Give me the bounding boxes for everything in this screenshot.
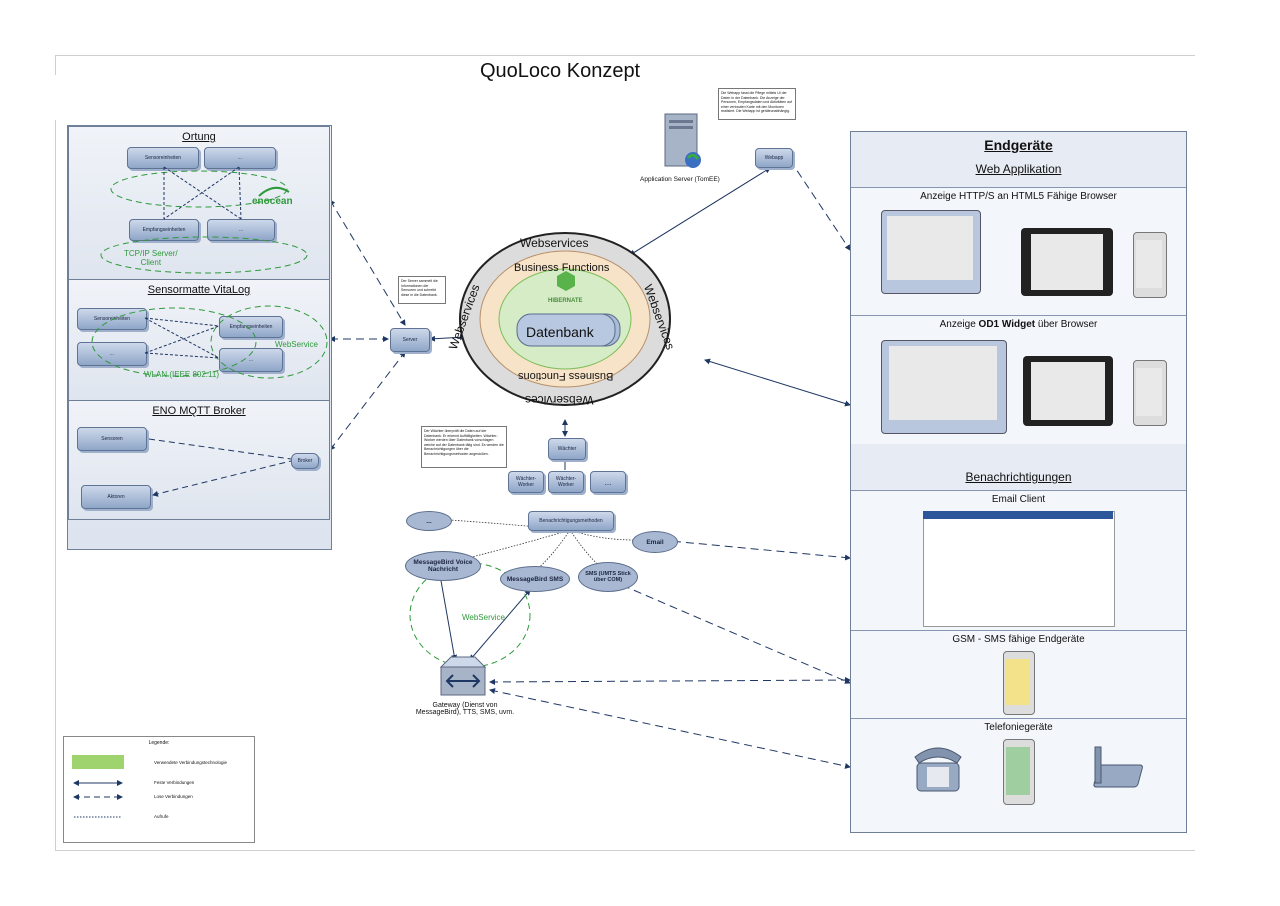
ortung-receive-units[interactable]: Empfangseinheiten [129,219,199,241]
server-box[interactable]: Server [390,328,430,352]
gsm-phone-screen [1006,659,1030,705]
vitalog-receive-units[interactable]: Empfangseinheiten [219,316,283,338]
server-note: Der Server sammelt die Informationen der… [398,276,446,304]
gateway-label: Gateway (Dienst von MessageBird), TTS, S… [415,702,515,716]
ring-business-bottom: Business Functions [518,370,614,382]
widget-suffix: über Browser [1035,319,1098,330]
ring-outer-top: Webservices [520,236,589,250]
widget-tablet-screen [1031,362,1105,420]
email-client-screen [923,511,1115,627]
mqtt-actors[interactable]: Aktoren [81,485,151,509]
endgeraete-panel: Endgeräte Web Applikation Anzeige HTTP/S… [850,131,1187,833]
ortung-sensor-units[interactable]: Sensoreinheiten [127,147,199,169]
database-cylinder: Datenbank [514,310,624,350]
widget-prefix: Anzeige [939,319,979,330]
widget-phone-screen [1136,368,1162,416]
worker-box-1[interactable]: Wächter- Worker [508,471,544,493]
ortung-sensor-dots[interactable]: ... [204,147,276,169]
waechter-box[interactable]: Wächter [548,438,586,460]
notify-box[interactable]: Benachrichtigungsmethoden [528,511,614,531]
page-title: QuoLoco Konzept [480,60,641,82]
notifications-title: Benachrichtigungen [965,470,1072,484]
email-client-label: Email Client [991,494,1046,505]
legend-title: Legende: [148,740,170,746]
frame-top [55,55,1195,56]
mobile-call-screen [1006,747,1030,795]
mqtt-title: ENO MQTT Broker [152,405,246,417]
desk-phone-icon [914,747,962,792]
widget-section: Anzeige OD1 Widget über Browser [851,315,1186,444]
ortung-tcp: TCP/IP Server/ Client [124,249,178,267]
vitalog-sensor-units[interactable]: Sensoreinheiten [77,308,147,330]
vitalog-title: Sensormatte VitaLog [147,284,251,296]
webapp-note: Die Webapp fasst die Pflege mittels UI d… [718,88,796,120]
mqtt-sensors[interactable]: Sensoren [77,427,147,451]
html5-section: Anzeige HTTP/S an HTML5 Fähige Browser [851,187,1186,316]
web-app-title: Web Applikation [975,162,1062,176]
hibernate-icon [557,271,575,291]
voip-phone-icon [1093,746,1143,788]
html5-label: Anzeige HTTP/S an HTML5 Fähige Browser [920,191,1117,202]
ring-outer-bottom: Webservices [525,393,594,407]
mqtt-panel: ENO MQTT Broker Sensoren Aktoren Broker [68,400,330,520]
legend-row4: Aufrufe [154,814,169,819]
legend: Legende: Verwendete Verbindungstechnolog… [63,736,255,843]
frame-left-lower [55,120,56,850]
phone-screen [1136,240,1162,288]
webapp-box[interactable]: Webapp [755,148,793,168]
cloud-email[interactable]: Email [632,531,678,553]
mqtt-lines [148,438,292,497]
widget-monitor-screen [889,346,997,420]
app-server-label: Application Server (TomEE) [640,176,720,183]
telephony-section: Telefoniegeräte [851,718,1186,832]
ortung-receive-dots[interactable]: ... [207,219,275,241]
gsm-section: GSM - SMS fähige Endgeräte [851,630,1186,719]
telephony-label: Telefoniegeräte [984,722,1053,733]
cloud-sms-umts[interactable]: SMS (UMTS Stick über COM) [578,562,638,592]
widget-bold: OD1 Widget [978,319,1036,330]
worker-box-2[interactable]: Wächter- Worker [548,471,584,493]
vitalog-sensor-dots[interactable]: ... [77,342,147,366]
cloud-dots[interactable]: ... [406,511,452,531]
frame-bottom [55,850,1195,851]
monitor-screen [887,216,973,280]
tablet-screen [1031,234,1103,290]
vitalog-webservice: WebService [275,340,318,349]
gateway-webservice: WebService [462,613,505,622]
endgeraete-title: Endgeräte [984,137,1053,153]
widget-label: Anzeige OD1 Widget über Browser [851,319,1186,330]
email-toolbar [923,511,1113,519]
mqtt-broker[interactable]: Broker [291,453,319,469]
gateway-icon [439,656,487,696]
ortung-rings [100,166,308,274]
legend-row1: Verwendete Verbindungstechnologie [154,760,228,765]
enocean-brand: enocean [252,196,293,207]
vitalog-rings [91,305,328,379]
legend-row3: Lose Verbindungen [154,794,193,799]
ortung-panel: Ortung Sensoreinheiten ... Empfangseinhe… [68,126,330,280]
hibernate-label: HIBERNATE [548,298,583,304]
vitalog-wlan: WLAN (IEEE 802.11) [144,370,219,379]
cloud-msgbird-voice[interactable]: MessageBird Voice Nachricht [405,551,481,581]
waechter-note: Der Wächter überprüft die Daten auf der … [421,426,507,468]
frame-left [55,55,56,75]
gsm-label: GSM - SMS fähige Endgeräte [952,634,1085,645]
database-label: Datenbank [526,324,594,340]
ring-business-top: Business Functions [514,262,610,274]
worker-box-3[interactable]: ... [590,471,626,493]
legend-row2: Feste Verbindungen [154,780,195,785]
vitalog-panel: Sensormatte VitaLog Sensoreinheiten ... … [68,279,330,401]
email-section: Email Client [851,490,1186,631]
legend-lines [73,780,123,818]
cloud-msgbird-sms[interactable]: MessageBird SMS [500,566,570,592]
ortung-title: Ortung [182,131,216,143]
legend-green-swatch [72,755,124,769]
app-server-icon [664,113,701,168]
